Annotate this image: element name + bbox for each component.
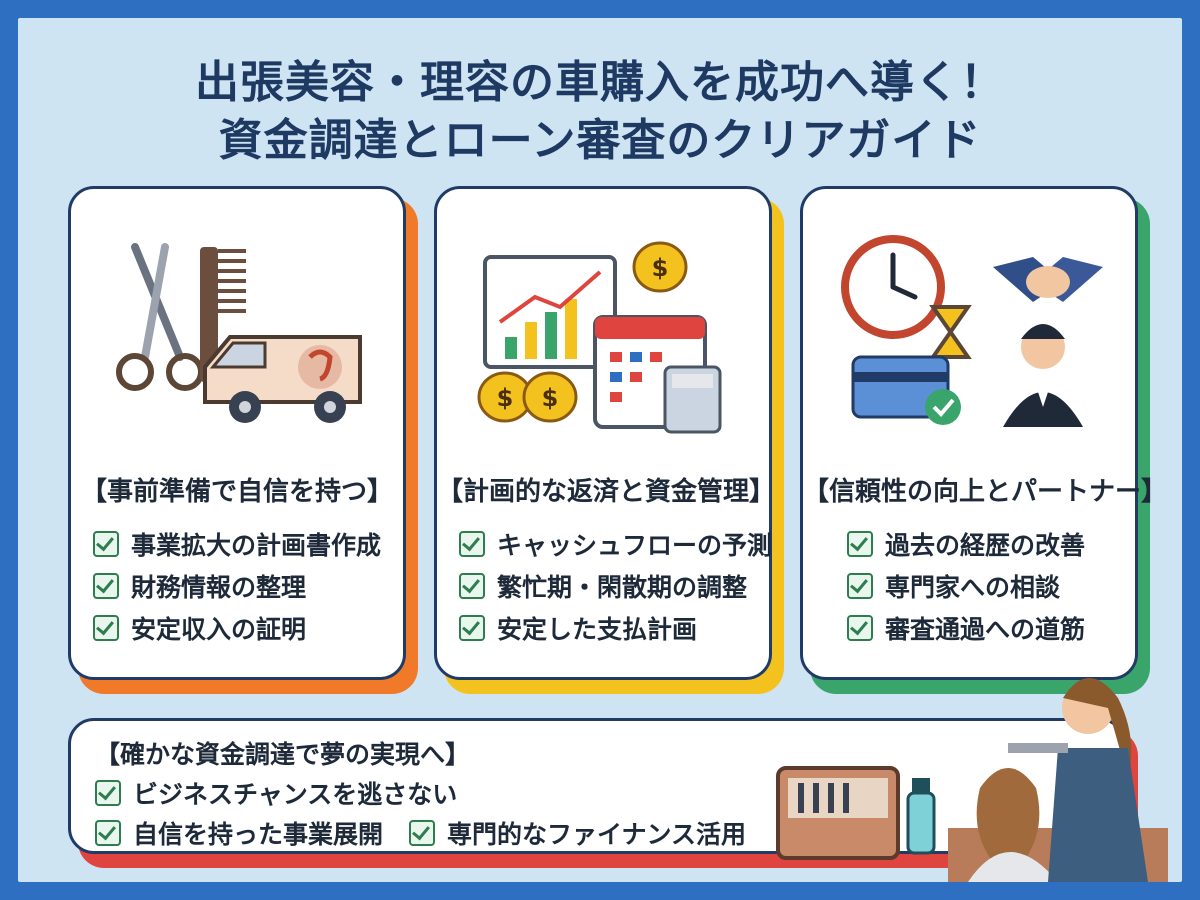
check-icon [409, 820, 436, 846]
check-icon [459, 615, 485, 641]
checklist: キャッシュフローの予測 繁忙期・閑散期の調整 安定した支払計画 [459, 523, 772, 649]
list-item: 財務情報の整理 [93, 565, 381, 607]
van-icon [203, 335, 362, 423]
title-line-1: 出張美容・理容の車購入を成功へ導く！ [195, 57, 1005, 108]
infographic-panel: 出張美容・理容の車購入を成功へ導く！ 資金調達とローン審査のクリアガイド [18, 18, 1182, 882]
preparation-illustration [116, 243, 362, 423]
spray-bottle-icon [906, 778, 936, 855]
card-body: $ $ $ [434, 186, 776, 680]
svg-text:$: $ [497, 384, 514, 412]
repayment-illustration: $ $ $ [477, 241, 722, 434]
card-title: 【信頼性の向上とパートナー】 [803, 477, 1168, 507]
list-item: 審査通過への道筋 [847, 607, 1085, 649]
check-icon [847, 531, 873, 557]
check-icon [459, 573, 485, 599]
card-title: 【事前準備で自信を持つ】 [80, 477, 393, 507]
card-trust: 【信頼性の向上とパートナー】 過去の経歴の改善 専門家への相談 審査通過への道筋 [800, 186, 1168, 706]
list-item: ビジネスチャンスを逃さない [95, 773, 746, 813]
scissors-icon [116, 243, 204, 391]
stylist-icon [948, 678, 1168, 882]
check-icon [95, 780, 121, 806]
stylist-illustration [776, 678, 1168, 882]
card-body: 【事前準備で自信を持つ】 事業拡大の計画書作成 財務情報の整理 安定収入の証明 [68, 186, 406, 680]
card-title: 【計画的な返済と資金管理】 [437, 477, 776, 507]
card-repayment: $ $ $ [434, 186, 794, 706]
list-item: 専門家への相談 [847, 565, 1085, 607]
page-title: 出張美容・理容の車購入を成功へ導く！ 資金調達とローン審査のクリアガイド [18, 54, 1182, 170]
checklist: 事業拡大の計画書作成 財務情報の整理 安定収入の証明 [93, 523, 381, 649]
credit-card-icon [851, 355, 961, 425]
handshake-icon [993, 257, 1103, 302]
list-item: 過去の経歴の改善 [847, 523, 1085, 565]
list-row: 自信を持った事業展開 専門的なファイナンス活用 [95, 813, 746, 853]
check-icon [95, 820, 121, 846]
chart-icon [483, 255, 617, 369]
list-item: 安定収入の証明 [93, 607, 381, 649]
checklist: ビジネスチャンスを逃さない 自信を持った事業展開 専門的なファイナンス活用 [95, 773, 746, 853]
list-item: キャッシュフローの予測 [459, 523, 772, 565]
toolbox-icon [776, 766, 900, 860]
checklist: 過去の経歴の改善 専門家への相談 審査通過への道筋 [847, 523, 1085, 649]
check-icon [93, 615, 119, 641]
check-icon [459, 531, 485, 557]
trust-illustration [841, 235, 1103, 427]
check-icon [847, 615, 873, 641]
check-icon [847, 573, 873, 599]
comb-icon [200, 247, 246, 382]
list-item: 専門的なファイナンス活用 [447, 820, 747, 849]
svg-text:$: $ [542, 384, 559, 412]
calculator-icon [663, 365, 722, 434]
list-item: 事業拡大の計画書作成 [93, 523, 381, 565]
clock-icon [841, 235, 945, 339]
check-icon [93, 531, 119, 557]
list-item: 自信を持った事業展開 [133, 820, 384, 849]
money-bag-icon: $ $ $ [477, 241, 688, 423]
card-body: 【信頼性の向上とパートナー】 過去の経歴の改善 専門家への相談 審査通過への道筋 [800, 186, 1168, 680]
advisor-icon [1003, 324, 1083, 427]
list-item: 安定した支払計画 [459, 607, 772, 649]
title-line-2: 資金調達とローン審査のクリアガイド [218, 115, 982, 166]
svg-text:$: $ [652, 254, 669, 282]
list-item: 繁忙期・閑散期の調整 [459, 565, 772, 607]
check-icon [93, 573, 119, 599]
card-preparation: 【事前準備で自信を持つ】 事業拡大の計画書作成 財務情報の整理 安定収入の証明 [68, 186, 428, 706]
hourglass-icon [929, 305, 972, 359]
card-title: 【確かな資金調達で夢の実現へ】 [95, 740, 471, 769]
